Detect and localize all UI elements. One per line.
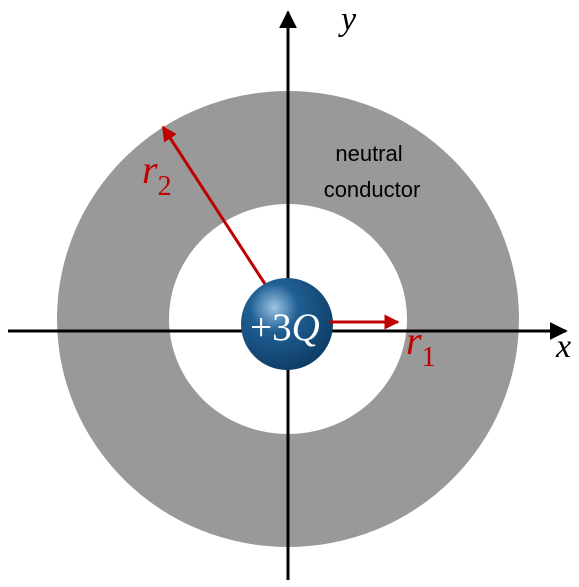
y-axis-label: y — [338, 1, 357, 38]
conductor-label-line1: neutral — [335, 141, 402, 166]
outer-radius-arrow — [161, 125, 267, 285]
inner-radius-label: r1 — [406, 318, 436, 373]
x-axis-label: x — [555, 328, 571, 365]
charge-label: +3Q — [250, 306, 320, 349]
neutral-conductor-shell — [57, 91, 519, 547]
conductor-label-line2: conductor — [324, 177, 421, 202]
outer-radius-label: r2 — [142, 147, 172, 202]
charged-sphere — [241, 278, 333, 370]
